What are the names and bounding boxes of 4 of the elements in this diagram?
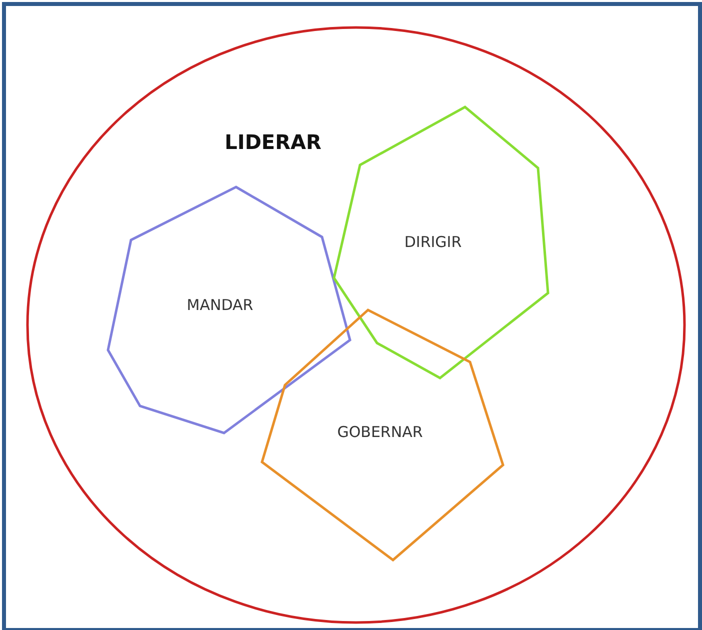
node-label: DIRIGIR (404, 233, 462, 251)
node-label: GOBERNAR (337, 423, 423, 441)
title-label: LIDERAR (224, 130, 322, 154)
node-label: MANDAR (186, 296, 254, 314)
